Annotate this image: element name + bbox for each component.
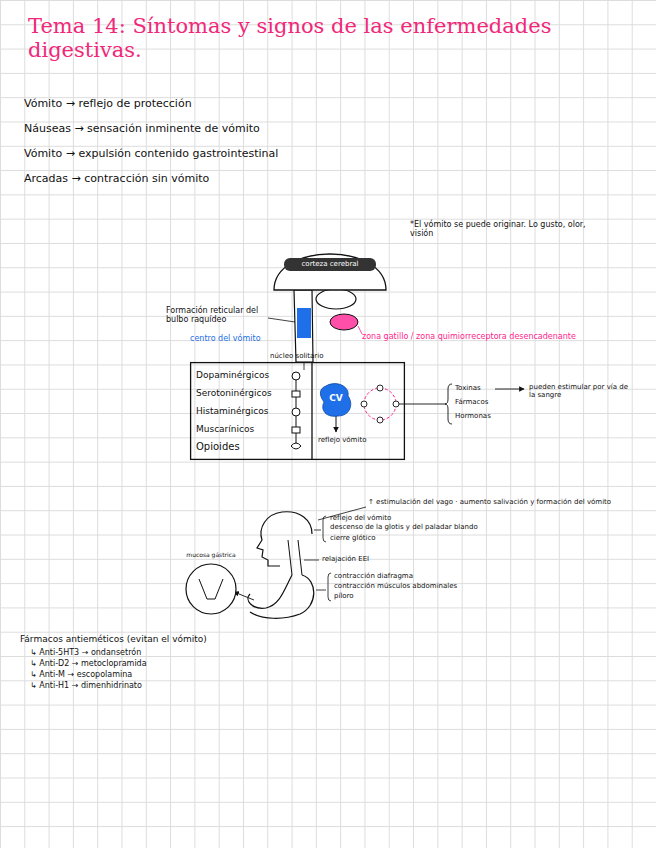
note-text: Hormonas: [455, 412, 497, 420]
stomach: [248, 575, 314, 618]
note-text: pueden estimular por vía de la sangre: [529, 383, 629, 399]
note-text: ↑ estimulación del vago · aumento saliva…: [368, 498, 638, 506]
leader-line: [358, 326, 362, 334]
bracket: [328, 573, 331, 601]
receptor-name: Muscarínicos: [196, 420, 292, 438]
cerebellum: [316, 289, 356, 309]
brain-shape: corteza cerebral: [272, 238, 388, 292]
receptor-name: Dopaminérgicos: [196, 366, 292, 384]
note-text: Fármacos antieméticos (evitan el vómito): [20, 634, 320, 644]
receptor-column: DopaminérgicosSerotoninérgicosHistaminér…: [196, 366, 292, 456]
head-profile: [257, 512, 282, 566]
leader-line: [314, 530, 321, 531]
receptor-box: DopaminérgicosSerotoninérgicosHistaminér…: [190, 362, 405, 460]
receptor-icons: [291, 372, 301, 449]
node-text: CV: [320, 393, 352, 403]
note-text: Vómito → expulsión contenido gastrointes…: [24, 148, 384, 161]
note-text: ↳ Anti-D2 → metoclopramida: [30, 659, 270, 668]
note-text: cierre glótico: [330, 534, 490, 542]
note-text: reflejo del vómito: [330, 514, 490, 522]
node-text: corteza cerebral: [284, 258, 376, 271]
bracket: [323, 516, 326, 542]
note-text: descenso de la glotis y del paladar blan…: [330, 523, 550, 531]
note-text: núcleo solitario: [270, 352, 340, 360]
vomiting-center-blob: CV: [320, 382, 352, 418]
note-text: píloro: [334, 592, 454, 600]
note-text: ↳ Anti-5HT3 → ondansetrón: [30, 648, 270, 657]
receptor-icons: [361, 385, 399, 423]
note-text: ↳ Anti-H1 → dimenhidrinato: [30, 681, 270, 690]
bracket: [445, 384, 452, 424]
note-text: Formación reticular del bulbo raquídeo: [166, 306, 266, 324]
leader-line: [399, 404, 446, 405]
note-text: zona gatillo / zona quimiorreceptora des…: [362, 332, 602, 341]
note-text: Vómito → reflejo de protección: [24, 98, 344, 111]
brainstem: [294, 290, 313, 362]
note-text: *El vómito se puede originar. Lo gusto, …: [410, 220, 610, 238]
trigger-zone: [330, 314, 358, 330]
stomach-mucosa-circle: mucosa gástrica: [178, 552, 244, 616]
note-text: contracción diafragma: [334, 572, 514, 580]
node-outline: [178, 552, 244, 616]
reticular-formation: [297, 308, 311, 338]
note-text: centro del vómito: [190, 334, 280, 343]
note-text: relajación EEI: [322, 555, 442, 563]
head-profile: [282, 512, 312, 534]
esophagus: [288, 540, 302, 575]
receptor-ring: [364, 388, 396, 420]
node-text: mucosa gástrica: [178, 552, 244, 559]
arrow: [495, 389, 524, 390]
leader-line: [316, 590, 326, 591]
note-text: Náuseas → sensación inminente de vómito: [24, 123, 364, 136]
arrow: [336, 414, 337, 432]
arrow: [234, 592, 254, 600]
page-title: Tema 14: Síntomas y signos de las enferm…: [28, 14, 628, 62]
note-text: reflejo vómito: [318, 436, 378, 444]
note-text: Arcadas → contracción sin vómito: [24, 173, 344, 186]
note-text: Toxinas: [455, 384, 497, 392]
leader-line: [304, 560, 319, 561]
leader-line: [268, 318, 295, 322]
note-text: Fármacos: [455, 398, 497, 406]
receptor-name: Serotoninérgicos: [196, 384, 292, 402]
note-text: ↳ Anti-M → escopolamina: [30, 670, 270, 679]
note-text: contracción músculos abdominales: [334, 582, 534, 590]
receptor-name: Histaminérgicos: [196, 402, 292, 420]
receptor-name: Opioides: [196, 438, 292, 456]
